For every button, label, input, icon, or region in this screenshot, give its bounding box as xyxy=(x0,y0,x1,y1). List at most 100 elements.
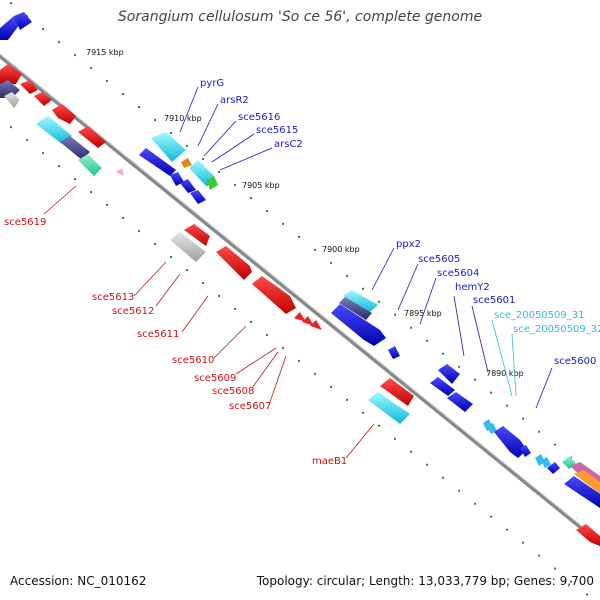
gene-arrow xyxy=(0,80,20,98)
gene-arrow xyxy=(294,312,306,322)
gene-label: sce5600 xyxy=(554,356,596,367)
top-rna-leaders xyxy=(491,319,517,397)
ruler-tick xyxy=(554,567,556,570)
gene-arrow xyxy=(380,378,414,406)
ruler-tick xyxy=(138,106,140,109)
ruler-tick xyxy=(282,222,284,225)
ruler-tick xyxy=(90,67,92,70)
gene-arrow xyxy=(343,290,378,312)
ruler-tick xyxy=(378,424,380,427)
gene-arrow xyxy=(20,80,38,94)
top-strand-features xyxy=(0,12,600,508)
ruler-tick xyxy=(218,170,220,173)
gene-arrow xyxy=(34,92,52,106)
ruler-tick xyxy=(186,268,188,271)
gene-arrow xyxy=(430,377,455,396)
ruler-tick xyxy=(474,502,476,505)
gene-arrow xyxy=(310,320,322,330)
top-rna-labels: sce_20050509_31 sce_20050509_32 xyxy=(494,310,600,335)
ruler-tick xyxy=(554,443,556,446)
ruler-tick xyxy=(26,139,28,142)
gene-arrow xyxy=(60,136,90,160)
ruler-tick xyxy=(186,144,188,147)
gene-label: sce5608 xyxy=(212,386,254,397)
ruler-tick xyxy=(506,528,508,531)
ruler-tick xyxy=(58,165,60,168)
gene-label: sce5607 xyxy=(229,401,271,412)
gene-arrow xyxy=(151,132,186,162)
gene-label: sce5613 xyxy=(92,292,134,303)
gene-arrow xyxy=(0,64,22,84)
gene-label: sce5605 xyxy=(418,254,460,265)
gene-label: pyrG xyxy=(200,78,224,89)
gene-label: sce5604 xyxy=(437,268,479,279)
gene-arrow xyxy=(216,246,252,280)
gene-arrow xyxy=(438,364,460,384)
ruler-tick xyxy=(490,391,492,394)
ruler-tick xyxy=(506,404,508,407)
ruler-tick xyxy=(250,320,252,323)
ruler-ticks xyxy=(10,2,588,596)
ruler-tick xyxy=(282,346,284,349)
gene-arrow xyxy=(78,154,102,176)
ruler-tick xyxy=(234,183,236,186)
ruler-tick xyxy=(458,489,460,492)
ruler-tick xyxy=(442,476,444,479)
ruler-tick xyxy=(298,359,300,362)
ruler-tick xyxy=(266,333,268,336)
ruler-tick xyxy=(74,178,76,181)
gene-arrow xyxy=(52,104,76,124)
ruler-tick xyxy=(138,230,140,233)
gene-arrow xyxy=(181,158,192,168)
ruler-tick xyxy=(106,204,108,207)
gene-arrow xyxy=(14,12,32,30)
ruler-tick xyxy=(330,385,332,388)
bottom-strand-features xyxy=(0,64,600,546)
ruler-tick xyxy=(394,437,396,440)
ruler-tick xyxy=(74,54,76,57)
gene-label: sce5619 xyxy=(4,217,46,228)
ruler-tick xyxy=(42,28,44,31)
gene-arrow xyxy=(207,176,218,190)
ruler-tick xyxy=(122,93,124,96)
gene-arrow xyxy=(170,172,184,186)
ruler-label: 7915 kbp xyxy=(86,48,124,57)
ruler-label: 7890 kbp xyxy=(486,369,524,378)
gene-arrow xyxy=(520,445,531,457)
gene-arrow xyxy=(78,126,106,148)
ruler-tick xyxy=(170,132,172,135)
gene-label: ppx2 xyxy=(396,239,421,250)
ruler-tick xyxy=(362,411,364,414)
gene-arrow xyxy=(447,392,473,412)
ruler-tick xyxy=(122,217,124,220)
ruler-tick xyxy=(458,365,460,368)
ruler-label: 7905 kbp xyxy=(242,181,280,190)
ruler-tick xyxy=(442,352,444,355)
gene-label: sce5615 xyxy=(256,125,298,136)
gene-arrow xyxy=(170,232,206,262)
bottom-gene-labels: sce5619 sce5613 sce5612 sce5611 sce5610 … xyxy=(4,217,347,467)
ruler-tick xyxy=(346,398,348,401)
rna-label: sce_20050509_31 xyxy=(494,310,584,321)
gene-label: sce5609 xyxy=(194,373,236,384)
rna-arrow xyxy=(487,423,497,434)
gene-arrow xyxy=(180,179,196,193)
ruler-tick xyxy=(170,256,172,259)
ruler-tick xyxy=(410,326,412,329)
ruler-tick xyxy=(202,281,204,284)
ruler-tick xyxy=(202,157,204,160)
ruler-tick xyxy=(218,294,220,297)
gene-label: sce5601 xyxy=(473,295,515,306)
gene-arrow xyxy=(0,16,20,40)
ruler-label: 7895 kbp xyxy=(404,309,442,318)
ruler-tick xyxy=(586,593,588,596)
ruler-label: 7900 kbp xyxy=(322,245,360,254)
gene-label: hemY2 xyxy=(455,282,490,293)
ruler-tick xyxy=(330,261,332,264)
ruler-tick xyxy=(314,372,316,375)
ruler-tick xyxy=(522,417,524,420)
ruler-tick xyxy=(378,300,380,303)
ruler-tick xyxy=(58,41,60,44)
gene-label: sce5611 xyxy=(137,329,179,340)
